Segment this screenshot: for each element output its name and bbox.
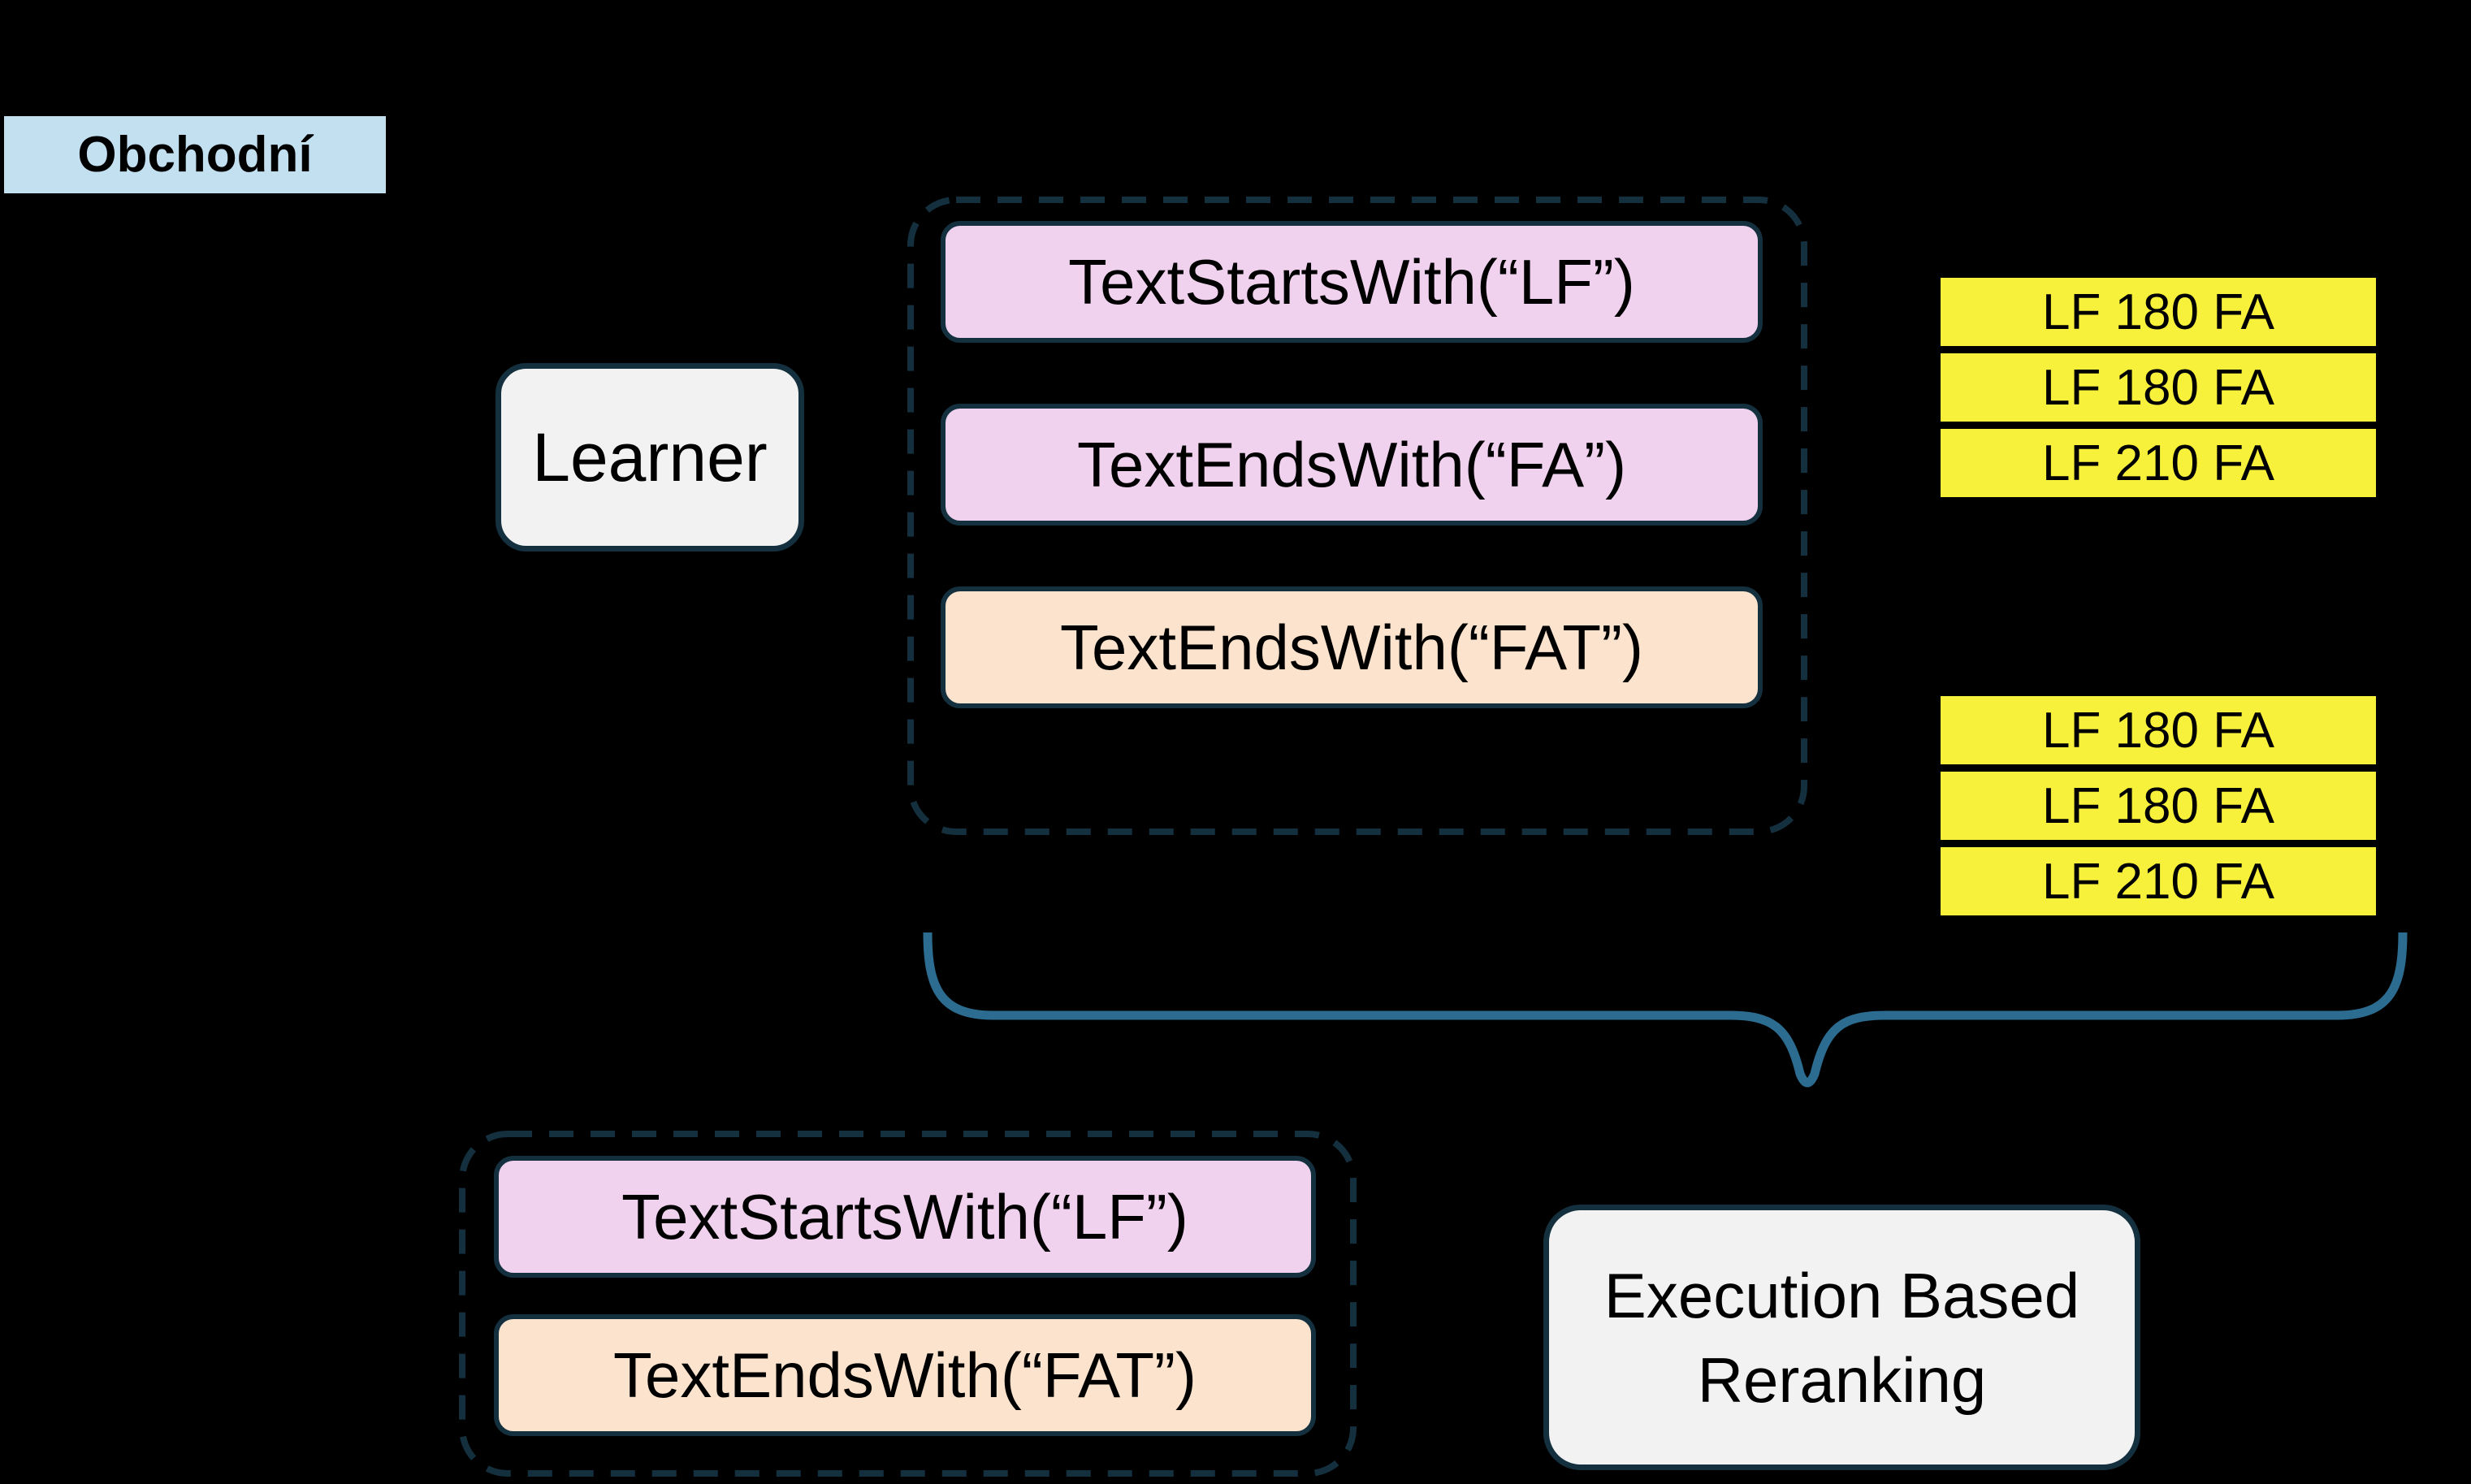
output-row: LF 180 FA — [1939, 352, 2378, 423]
program-box: TextEndsWith(“FA”) — [941, 404, 1763, 526]
program-label: TextStartsWith(“LF”) — [621, 1180, 1188, 1253]
program-box: TextStartsWith(“LF”) — [941, 221, 1763, 343]
candidate-programs-container-bottom — [459, 1131, 1357, 1477]
output-label: LF 180 FA — [2041, 777, 2275, 834]
reranker-label-line1: Execution Based — [1603, 1259, 2080, 1331]
program-label: TextEndsWith(“FAT”) — [613, 1339, 1197, 1411]
output-label: LF 180 FA — [2041, 359, 2275, 416]
learner-label: Learner — [532, 418, 768, 495]
output-label: LF 180 FA — [2041, 283, 2275, 340]
program-label: TextEndsWith(“FA”) — [1076, 428, 1627, 500]
dashed-border-bottom — [459, 1131, 1357, 1477]
output-label: LF 180 FA — [2041, 702, 2275, 759]
program-box: TextEndsWith(“FAT”) — [494, 1314, 1316, 1436]
output-row: LF 210 FA — [1939, 427, 2378, 499]
candidate-programs-container-top — [907, 197, 1807, 835]
output-row: LF 180 FA — [1939, 276, 2378, 348]
corner-tag-obchodni: Obchodní — [4, 116, 386, 193]
grouping-brace — [923, 932, 2408, 1088]
program-label: TextStartsWith(“LF”) — [1068, 245, 1635, 318]
program-label: TextEndsWith(“FAT”) — [1060, 611, 1643, 683]
output-row: LF 180 FA — [1939, 770, 2378, 842]
brace-path — [923, 932, 2408, 1088]
dashed-border-top — [907, 197, 1807, 835]
output-label: LF 210 FA — [2041, 435, 2275, 491]
output-label: LF 210 FA — [2041, 853, 2275, 910]
reranker-node: Execution Based Reranking — [1543, 1205, 2140, 1470]
program-box: TextEndsWith(“FAT”) — [941, 586, 1763, 708]
program-box: TextStartsWith(“LF”) — [494, 1156, 1316, 1278]
output-row: LF 180 FA — [1939, 694, 2378, 766]
reranker-label-line2: Reranking — [1697, 1343, 1987, 1416]
learner-node: Learner — [495, 363, 804, 552]
output-row: LF 210 FA — [1939, 846, 2378, 917]
